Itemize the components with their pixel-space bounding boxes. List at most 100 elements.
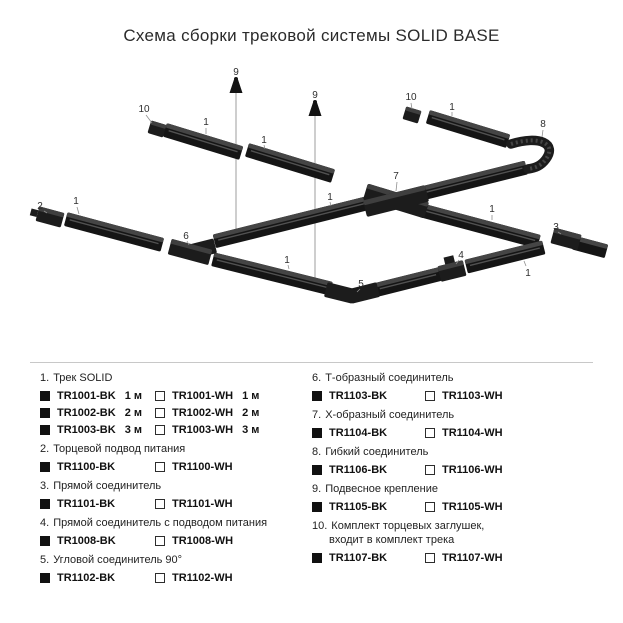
track-segment — [464, 240, 546, 274]
legend-item-number: 6. — [312, 372, 322, 384]
legend-section-end-feed: 2.Торцевой подвод питания TR1100-BK TR11… — [40, 443, 312, 474]
legend-item-number: 8. — [312, 446, 322, 458]
black-variant-checkbox-icon — [40, 498, 50, 509]
leader-line — [455, 259, 460, 265]
legend-item-number: 10. — [312, 520, 328, 532]
callout-track: 1 — [284, 255, 290, 266]
legend-item-title: 1.Трек SOLID — [40, 372, 113, 384]
track-segment — [426, 110, 510, 148]
black-variant-checkbox-icon — [312, 552, 322, 563]
legend-item-number: 5. — [40, 554, 50, 566]
legend-item-title: 7.Х-образный соединитель — [312, 409, 455, 421]
legend-section-flex: 8.Гибкий соединитель TR1106-BK TR1106-WH — [312, 446, 601, 477]
callout-track: 1 — [261, 135, 267, 146]
white-variant-checkbox-icon — [155, 424, 165, 435]
part-code-black: TR1100-BK — [57, 460, 116, 473]
callout-track: 1 — [203, 117, 209, 128]
assembly-diagram: 9 9 10 10 1 1 1 8 7 1 2 1 6 1 5 1 3 4 1 — [29, 67, 608, 304]
legend-section-tee: 6.Т-образный соединитель TR1103-BK TR110… — [312, 372, 601, 403]
legend-section-corner: 5.Угловой соединитель 90° TR1102-BK TR11… — [40, 554, 312, 585]
legend-section-pendant: 9.Подвесное крепление TR1105-BK TR1105-W… — [312, 483, 601, 514]
callout-track: 1 — [449, 102, 455, 113]
track-segment — [245, 143, 335, 183]
power-feed-icon — [29, 206, 65, 228]
legend-item-title: 9.Подвесное крепление — [312, 483, 438, 495]
white-variant-checkbox-icon — [425, 427, 435, 438]
part-variant-row: TR1104-BK TR1104-WH — [312, 425, 601, 440]
part-code-white: TR1105-WH — [442, 500, 503, 513]
part-code-black: TR1103-BK — [329, 389, 388, 402]
legend-section-straight: 3.Прямой соединитель TR1101-BK TR1101-WH — [40, 480, 312, 511]
leader-line — [287, 264, 290, 270]
callout-track: 1 — [489, 204, 495, 215]
black-variant-checkbox-icon — [312, 427, 322, 438]
white-variant-checkbox-icon — [155, 572, 165, 583]
part-variant-row: TR1008-BK TR1008-WH — [40, 533, 312, 548]
part-variant-row: TR1100-BK TR1100-WH — [40, 459, 312, 474]
part-length: 1 м — [124, 389, 142, 402]
part-code-white: TR1008-WH — [172, 534, 234, 547]
part-code-black: TR1008-BK — [57, 534, 116, 547]
callout-straight: 3 — [553, 222, 559, 233]
part-code-white: TR1001-WH — [172, 389, 234, 402]
callout-end-feed: 2 — [37, 201, 43, 212]
legend-section-straight-feed: 4.Прямой соединитель с подводом питания … — [40, 517, 312, 548]
part-code-black: TR1003-BK — [57, 423, 116, 436]
legend-item-number: 7. — [312, 409, 322, 421]
legend-item-number: 9. — [312, 483, 322, 495]
leader-line — [541, 129, 544, 138]
leader-line — [76, 206, 80, 215]
legend-item-title: 2.Торцевой подвод питания — [40, 443, 186, 455]
part-code-black: TR1106-BK — [329, 463, 388, 476]
end-cap-icon — [147, 120, 167, 138]
white-variant-checkbox-icon — [425, 501, 435, 512]
legend-section-cross: 7.Х-образный соединитель TR1104-BK TR110… — [312, 409, 601, 440]
leader-line — [557, 231, 562, 235]
part-code-white: TR1100-WH — [172, 460, 233, 473]
track-segment — [419, 203, 541, 249]
track-segment — [64, 212, 164, 252]
track-segment — [163, 123, 243, 160]
callout-track: 1 — [327, 192, 333, 203]
tee-connector-icon — [167, 238, 217, 265]
legend-item-title: 10.Комплект торцевых заглушек, — [312, 520, 485, 532]
part-code-white: TR1002-WH — [172, 406, 234, 419]
leader-line — [329, 201, 332, 207]
white-variant-checkbox-icon — [425, 464, 435, 475]
part-variant-row: TR1107-BK TR1107-WH — [312, 550, 601, 565]
part-variant-row: TR1101-BK TR1101-WH — [40, 496, 312, 511]
black-variant-checkbox-icon — [40, 407, 50, 418]
legend-item-title: 5.Угловой соединитель 90° — [40, 554, 183, 566]
part-code-black: TR1101-BK — [57, 497, 116, 510]
leader-line — [523, 260, 527, 267]
leader-line — [410, 102, 413, 110]
black-variant-checkbox-icon — [312, 464, 322, 475]
black-variant-checkbox-icon — [40, 390, 50, 401]
pendant-mount-icon — [308, 100, 322, 116]
black-variant-checkbox-icon — [40, 535, 50, 546]
callout-straight-feed: 4 — [458, 250, 464, 261]
white-variant-checkbox-icon — [425, 390, 435, 401]
part-length: 2 м — [124, 406, 142, 419]
leader-line — [145, 114, 153, 124]
callout-flex: 8 — [540, 119, 546, 130]
track-segment — [213, 196, 371, 248]
leader-line — [395, 181, 398, 192]
part-code-white: TR1003-WH — [172, 423, 234, 436]
part-length: 2 м — [242, 406, 260, 419]
corner-connector-icon — [324, 282, 380, 304]
legend-item-title: 6.Т-образный соединитель — [312, 372, 454, 384]
part-code-white: TR1101-WH — [172, 497, 233, 510]
black-variant-checkbox-icon — [40, 424, 50, 435]
black-variant-checkbox-icon — [312, 390, 322, 401]
part-code-white: TR1106-WH — [442, 463, 503, 476]
part-length: 3 м — [124, 423, 142, 436]
white-variant-checkbox-icon — [155, 390, 165, 401]
callout-tee: 6 — [183, 231, 189, 242]
pendant-mount-icon — [229, 77, 243, 93]
part-code-black: TR1001-BK — [57, 389, 116, 402]
callout-pendant: 9 — [312, 90, 318, 101]
